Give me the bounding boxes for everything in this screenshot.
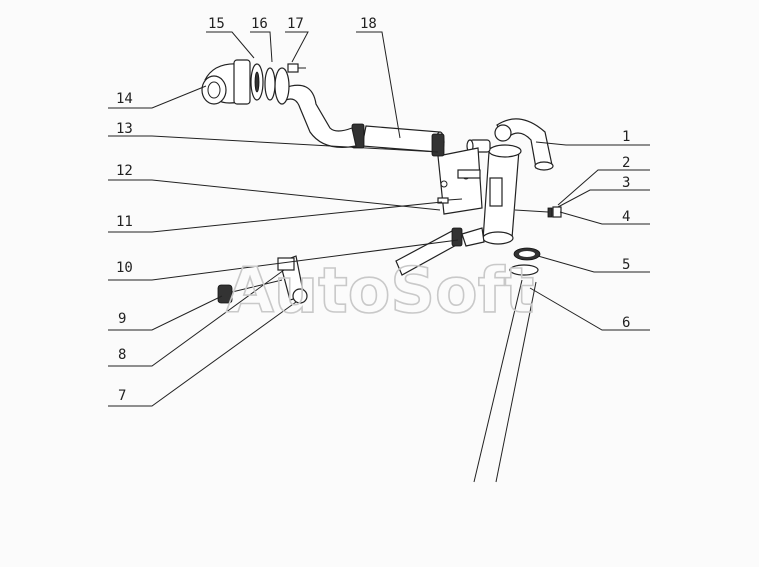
callout-13: 13	[116, 121, 133, 137]
bolt-washer-nut	[514, 206, 562, 218]
clamp-left	[217, 284, 233, 304]
leader-7	[108, 301, 297, 407]
callout-9: 9	[118, 311, 126, 327]
leader-18	[356, 31, 401, 139]
callout-11: 11	[116, 214, 133, 230]
callout-18: 18	[360, 16, 377, 32]
callout-3: 3	[622, 175, 630, 191]
mounting-bracket	[437, 147, 503, 215]
watermark-text: AutoSoft	[226, 254, 534, 327]
callout-17: 17	[287, 16, 304, 32]
leader-11	[108, 201, 443, 233]
inlet-elbow	[201, 59, 251, 105]
leader-9	[108, 295, 223, 331]
callout-16: 16	[251, 16, 268, 32]
leader-lines	[108, 31, 650, 407]
callout-14: 14	[116, 91, 133, 107]
callout-12: 12	[116, 163, 133, 179]
leader-5	[537, 255, 650, 273]
callout-4: 4	[622, 209, 630, 225]
flange-gasket-set	[250, 63, 306, 105]
leader-2	[557, 169, 650, 206]
callout-6: 6	[622, 315, 630, 331]
leader-14	[108, 85, 207, 109]
leader-8	[108, 269, 285, 367]
callout-8: 8	[118, 347, 126, 363]
leader-13	[108, 135, 439, 153]
callout-labels: 1 2 3 4 5 6 7 8 9 10 11 12 13 14 15 16 1…	[116, 16, 630, 404]
leader-12	[108, 179, 441, 211]
leader-4	[559, 211, 650, 225]
bolt-small	[437, 197, 463, 204]
small-hose	[395, 227, 485, 276]
assembly-drawing	[201, 59, 562, 483]
leader-6	[529, 287, 650, 331]
leader-1	[535, 141, 650, 146]
intake-pipe	[473, 264, 539, 483]
leader-10	[108, 239, 459, 281]
leader-15	[206, 31, 255, 59]
callout-15: 15	[208, 16, 225, 32]
callout-7: 7	[118, 388, 126, 404]
callout-2: 2	[622, 155, 630, 171]
bent-pipe	[283, 84, 357, 148]
leader-17	[285, 31, 309, 63]
callout-10: 10	[116, 260, 133, 276]
leader-3	[557, 189, 650, 208]
hose-clamp-lower	[513, 247, 541, 261]
fitting-assembly	[231, 255, 308, 304]
callout-5: 5	[622, 257, 630, 273]
leader-16	[250, 31, 273, 63]
callout-1: 1	[622, 129, 630, 145]
